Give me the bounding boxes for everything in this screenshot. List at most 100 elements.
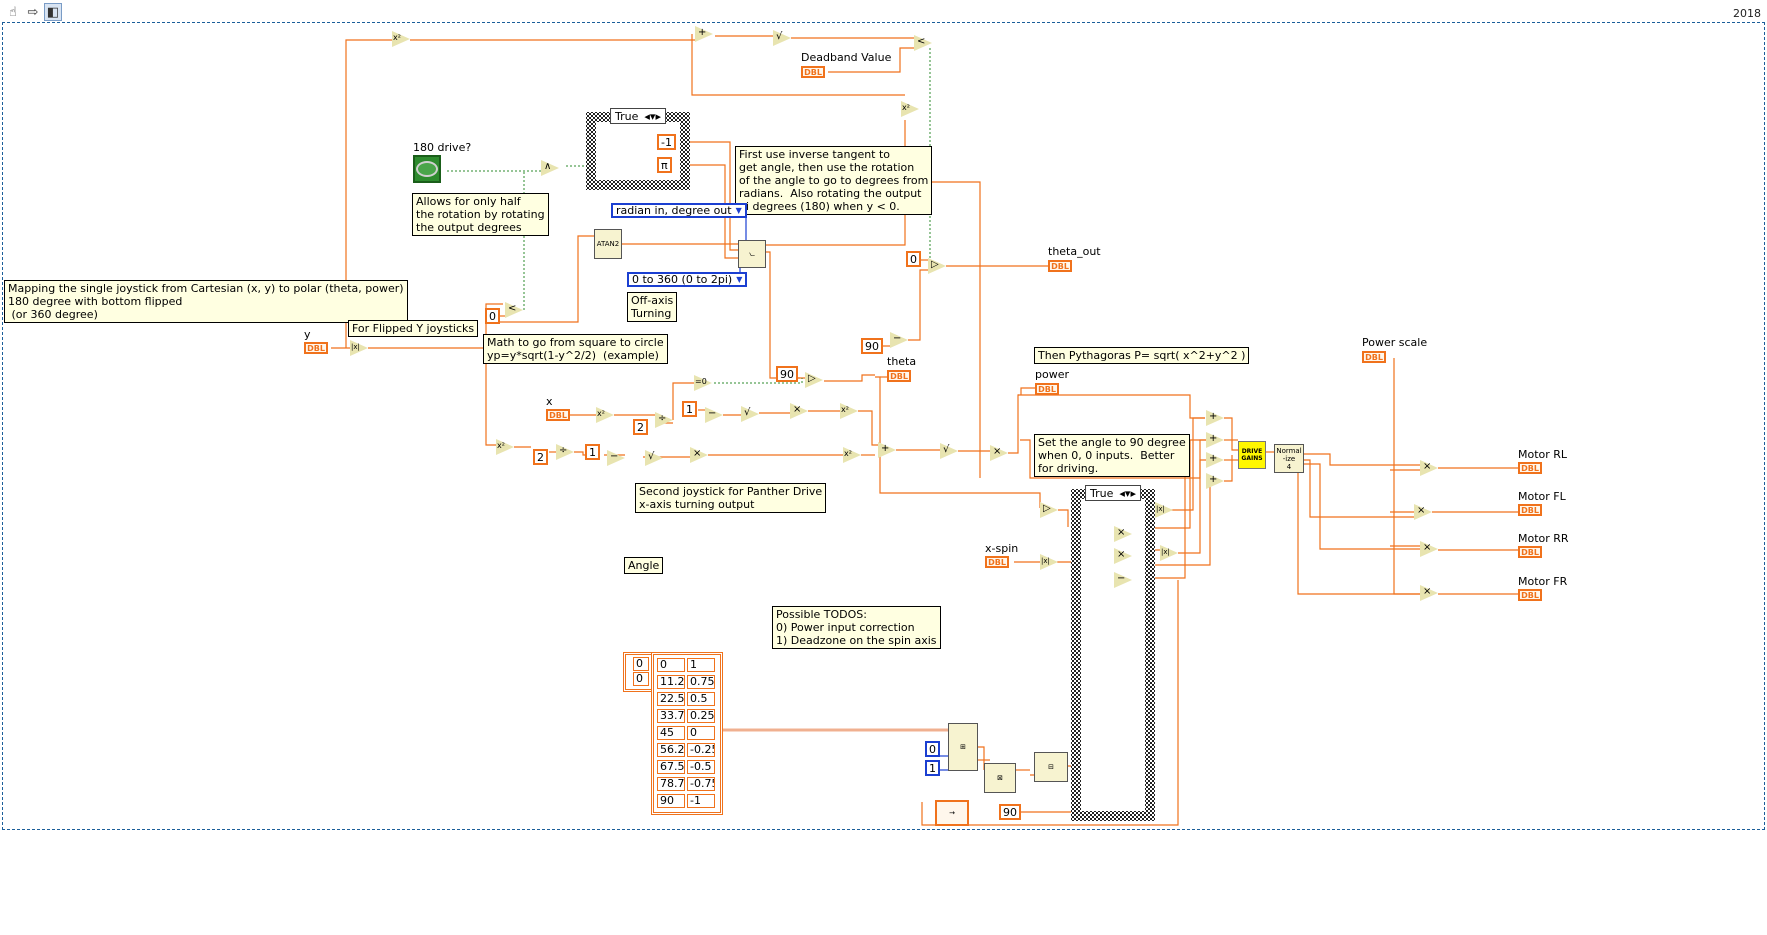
interpolate-1d-subvi[interactable]: ⊟ xyxy=(1034,752,1068,782)
sqrt-node[interactable]: √ xyxy=(940,443,958,459)
arrow-icon[interactable]: ⇨ xyxy=(27,4,39,20)
square-node[interactable]: x² xyxy=(840,403,858,419)
divide-node[interactable]: ÷ xyxy=(556,444,574,460)
terminal-power[interactable]: DBL xyxy=(1035,383,1059,395)
const-zero-a[interactable]: 0 xyxy=(485,308,500,324)
note-allows[interactable]: Allows for only half the rotation by rot… xyxy=(412,193,549,236)
const-zero-b[interactable]: 0 xyxy=(906,251,921,267)
multiply-node[interactable]: × xyxy=(1420,585,1438,601)
case-selector-bottom[interactable]: True◂▾▸ xyxy=(1085,485,1141,501)
add-node[interactable]: + xyxy=(695,26,713,42)
table-cell[interactable]: 0.25 xyxy=(687,709,715,723)
lookup-table-array[interactable]: 0111.250.7522.50.533.750.2545056.25-0.25… xyxy=(651,652,723,815)
hand-icon[interactable]: ☝ xyxy=(9,4,17,20)
square-node[interactable]: x² xyxy=(392,31,410,47)
subtract-node[interactable]: − xyxy=(1114,572,1132,588)
table-cell[interactable]: 0.75 xyxy=(687,675,715,689)
dropdown-arrow-icon[interactable]: ◂▾▸ xyxy=(1119,486,1136,500)
terminal-power-scale[interactable]: DBL xyxy=(1362,351,1386,363)
less-node[interactable]: < xyxy=(914,35,932,51)
terminal-motor-rl[interactable]: DBL xyxy=(1518,462,1542,474)
dropdown-arrow-icon[interactable]: ▼ xyxy=(735,206,742,215)
array-index-1[interactable]: 0 xyxy=(633,672,649,686)
const-one-b[interactable]: 1 xyxy=(585,444,600,460)
add-node[interactable]: + xyxy=(1206,432,1224,448)
const-ninety-b[interactable]: 90 xyxy=(776,366,798,382)
multiply-node[interactable]: × xyxy=(1420,541,1438,557)
table-cell[interactable]: 0 xyxy=(657,658,685,672)
multiply-node[interactable]: × xyxy=(690,447,708,463)
interpolate-subvi[interactable]: ⊠ xyxy=(984,763,1016,793)
build-array-node[interactable]: → xyxy=(935,800,969,826)
multiply-node[interactable]: × xyxy=(1414,504,1432,520)
multiply-node[interactable]: × xyxy=(990,445,1008,461)
table-cell[interactable]: 1 xyxy=(687,658,715,672)
const-two-a[interactable]: 2 xyxy=(633,419,648,435)
multiply-node[interactable]: × xyxy=(790,403,808,419)
terminal-x-spin[interactable]: DBL xyxy=(985,556,1009,568)
drive-gains-subvi[interactable]: DRIVE GAINS xyxy=(1238,441,1266,469)
normalize-subvi[interactable]: Normal -ize 4 xyxy=(1274,444,1304,473)
sqrt-node[interactable]: √ xyxy=(741,406,759,422)
atan2-node[interactable]: ATAN2 xyxy=(594,229,622,259)
square-node[interactable]: x² xyxy=(901,101,919,117)
terminal-motor-fr[interactable]: DBL xyxy=(1518,589,1542,601)
terminal-deadband[interactable]: DBL xyxy=(801,66,825,78)
case-structure-bottom[interactable]: True◂▾▸ xyxy=(1071,485,1155,821)
table-cell[interactable]: 11.25 xyxy=(657,675,685,689)
enum-range[interactable]: 0 to 360 (0 to 2pi)▼ xyxy=(627,272,748,287)
case-selector-top[interactable]: True◂▾▸ xyxy=(610,108,666,124)
subtract-node[interactable]: − xyxy=(890,332,908,348)
angle-convert-subvi[interactable]: ⦦ xyxy=(738,240,766,268)
add-node[interactable]: + xyxy=(878,442,896,458)
select-node[interactable]: ▷ xyxy=(928,258,946,274)
table-cell[interactable]: 22.5 xyxy=(657,692,685,706)
add-node[interactable]: + xyxy=(1206,473,1224,489)
table-cell[interactable]: -0.5 xyxy=(687,760,715,774)
const-index-0[interactable]: 0 xyxy=(925,741,940,757)
add-node[interactable]: + xyxy=(1206,410,1224,426)
terminal-theta[interactable]: DBL xyxy=(887,370,911,382)
equal-zero-node[interactable]: =0 xyxy=(694,375,712,391)
table-cell[interactable]: 90 xyxy=(657,794,685,808)
toggle-180-drive[interactable] xyxy=(413,155,441,183)
note-first-use[interactable]: First use inverse tangent to get angle, … xyxy=(735,146,933,215)
table-cell[interactable]: 67.5 xyxy=(657,760,685,774)
subtract-node[interactable]: − xyxy=(607,450,625,466)
abs-node[interactable]: |x| xyxy=(1040,554,1058,570)
multiply-node[interactable]: × xyxy=(1420,460,1438,476)
dropdown-arrow-icon[interactable]: ◂▾▸ xyxy=(644,109,661,123)
table-cell[interactable]: 45 xyxy=(657,726,685,740)
abs-node[interactable]: |x| xyxy=(350,340,368,356)
square-node[interactable]: x² xyxy=(596,407,614,423)
sqrt-node[interactable]: √ xyxy=(773,30,791,46)
const-index-1[interactable]: 1 xyxy=(925,760,940,776)
abs-node[interactable]: |x| xyxy=(1155,502,1173,518)
square-node[interactable]: x² xyxy=(496,439,514,455)
and-node[interactable]: ∧ xyxy=(541,160,559,176)
enum-units[interactable]: radian in, degree out▼ xyxy=(611,203,747,218)
table-cell[interactable]: 78.75 xyxy=(657,777,685,791)
dropdown-arrow-icon[interactable]: ▼ xyxy=(736,275,743,284)
table-cell[interactable]: 56.25 xyxy=(657,743,685,757)
const-neg1[interactable]: -1 xyxy=(657,134,676,150)
terminal-y[interactable]: DBL xyxy=(304,342,328,354)
const-ninety-c[interactable]: 90 xyxy=(999,804,1021,820)
table-cell[interactable]: 0 xyxy=(687,726,715,740)
const-one-a[interactable]: 1 xyxy=(682,401,697,417)
select-node[interactable]: ▷ xyxy=(805,372,823,388)
note-mapping[interactable]: Mapping the single joystick from Cartesi… xyxy=(4,280,408,323)
note-todos[interactable]: Possible TODOS: 0) Power input correctio… xyxy=(772,606,941,649)
less-node[interactable]: < xyxy=(505,302,523,318)
table-cell[interactable]: -0.75 xyxy=(687,777,715,791)
index-array-node[interactable]: ⊞ xyxy=(948,723,978,771)
select-node[interactable]: ▷ xyxy=(1040,502,1058,518)
table-cell[interactable]: -1 xyxy=(687,794,715,808)
terminal-motor-fl[interactable]: DBL xyxy=(1518,504,1542,516)
const-pi[interactable]: π xyxy=(657,157,672,173)
table-cell[interactable]: 33.75 xyxy=(657,709,685,723)
abs-node[interactable]: |x| xyxy=(1160,545,1178,561)
const-ninety-a[interactable]: 90 xyxy=(861,338,883,354)
const-two-b[interactable]: 2 xyxy=(533,449,548,465)
add-node[interactable]: + xyxy=(1206,452,1224,468)
